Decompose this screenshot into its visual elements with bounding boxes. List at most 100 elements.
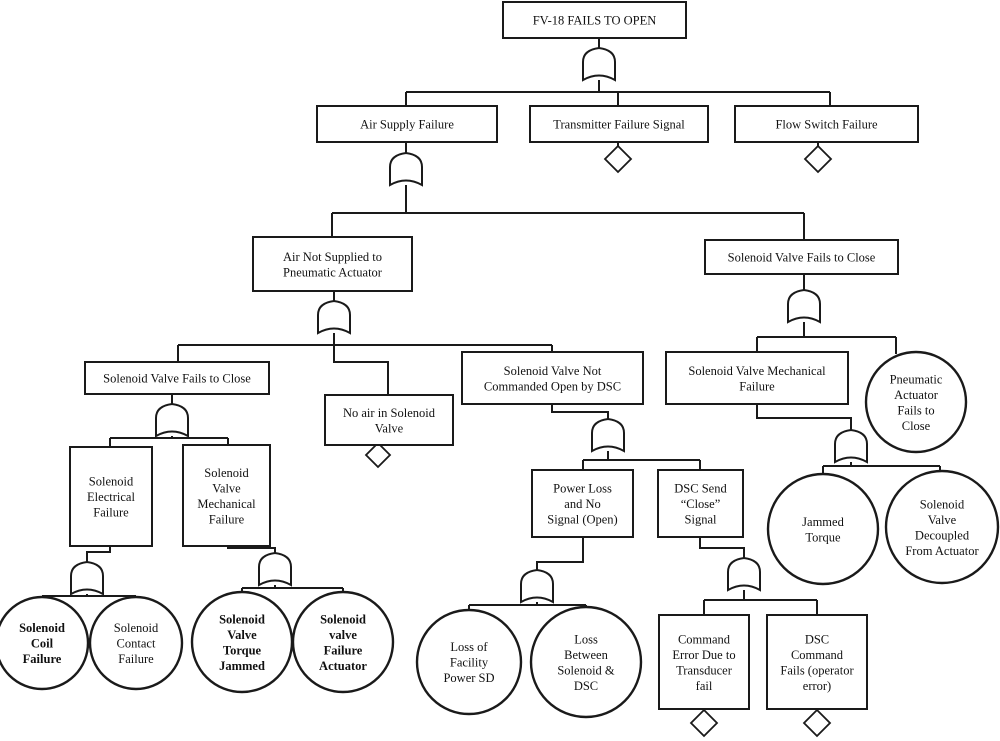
event-label: DSC Send“Close”Signal (674, 482, 727, 527)
event-label-line: “Close” (681, 497, 721, 511)
event-label-line: Electrical (87, 490, 135, 504)
event-label-line: Close (902, 419, 931, 433)
basic-event-circle (415, 608, 523, 716)
event-label-line: Torque (805, 530, 841, 544)
gate-mech-right (834, 428, 868, 464)
logic-gates (70, 46, 868, 604)
event-label-line: Power SD (443, 671, 494, 685)
diamond-transmitter (603, 144, 633, 174)
connector-line (551, 404, 609, 419)
event-label-line: Commanded Open by DSC (484, 379, 621, 393)
gate-sv-not-cmd (591, 417, 625, 453)
event-label-line: Solenoid Valve Fails to Close (103, 372, 251, 386)
basic-event-circle (864, 350, 968, 454)
event-label-line: fail (696, 679, 713, 693)
gate-dsc-send (727, 556, 761, 592)
event-label-line: DSC Send (674, 482, 727, 496)
event-label-line: Pneumatic (890, 372, 943, 386)
gate-air-not (317, 299, 351, 335)
event-label-line: Solenoid (19, 621, 65, 635)
event-label: Transmitter Failure Signal (553, 118, 685, 132)
event-label-line: Contact (117, 637, 156, 651)
event-label-line: Mechanical (197, 497, 256, 511)
event-label-line: Solenoid (114, 621, 159, 635)
event-label-line: Fails (operator (780, 663, 854, 677)
event-box (324, 394, 454, 446)
event-label-line: Failure (324, 643, 363, 657)
event-box (657, 469, 744, 538)
event-label-line: FV-18 FAILS TO OPEN (533, 14, 657, 28)
event-label-line: Error Due to (672, 648, 735, 662)
event-label-line: Solenoid (219, 612, 265, 626)
event-label-line: Air Not Supplied to (283, 250, 382, 264)
event-box (531, 469, 634, 538)
connector-line (536, 537, 584, 570)
event-nodes: FV-18 FAILS TO OPEN Air Supply Failure Tra… (0, 1, 1000, 719)
or-gate-icon (834, 428, 868, 464)
event-label-line: Solenoid Valve Mechanical (688, 364, 826, 378)
diamond-dsc-command (802, 708, 832, 738)
gate-sv-left (155, 402, 189, 438)
event-label-line: Failure (93, 506, 129, 520)
event-label-line: Solenoid Valve Not (504, 364, 602, 378)
diamond-flow-switch (803, 144, 833, 174)
event-label-line: error) (803, 679, 831, 693)
event-label-line: Command (791, 648, 844, 662)
event-label-line: Signal (Open) (547, 513, 617, 527)
event-box (529, 105, 709, 143)
or-gate-icon (258, 551, 292, 587)
event-label-line: Power Loss (553, 482, 612, 496)
event-label: Air Supply Failure (360, 118, 454, 132)
event-label-line: Air Supply Failure (360, 118, 454, 132)
or-gate-icon (582, 46, 616, 82)
event-label-line: valve (329, 628, 357, 642)
event-label-line: Transmitter Failure Signal (553, 118, 685, 132)
event-label-line: Actuator (894, 388, 939, 402)
event-box (502, 1, 687, 39)
connector-line (86, 546, 111, 562)
event-label-line: Torque (223, 643, 262, 657)
diamond-command-err (689, 708, 719, 738)
or-gate-icon (155, 402, 189, 438)
event-label: Solenoid Valve Fails to Close (103, 372, 251, 386)
or-gate-icon (727, 556, 761, 592)
gate-sv-right (787, 288, 821, 324)
or-gate-icon (70, 560, 104, 596)
event-label-line: No air in Solenoid (343, 406, 436, 420)
event-label-line: DSC (805, 632, 829, 646)
event-label-line: Solenoid Valve Fails to Close (728, 251, 876, 265)
basic-event-circle (0, 595, 90, 691)
event-node-sv-fails-close-l: Solenoid Valve Fails to Close (84, 361, 270, 395)
event-label: Flow Switch Failure (775, 118, 878, 132)
or-gate-icon (389, 151, 423, 187)
event-label-line: Loss (574, 632, 598, 646)
event-label-line: Solenoid (89, 475, 134, 489)
gate-top (582, 46, 616, 82)
event-label-line: Failure (118, 652, 154, 666)
undeveloped-event-markers (364, 144, 833, 738)
event-label: FV-18 FAILS TO OPEN (533, 14, 657, 28)
event-box (665, 351, 849, 405)
gate-power-loss (520, 568, 554, 604)
event-box (69, 446, 153, 547)
event-label-line: Coil (31, 637, 54, 651)
event-label-line: Valve (375, 421, 404, 435)
